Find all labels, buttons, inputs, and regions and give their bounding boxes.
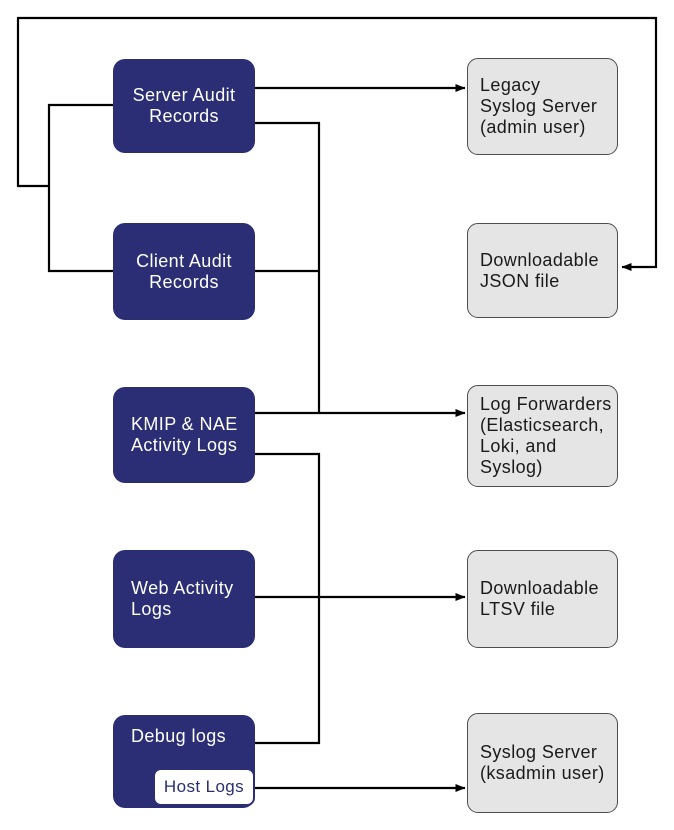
- node-downloadable-ltsv-file: Downloadable LTSV file: [467, 550, 618, 648]
- node-web-activity-logs: Web Activity Logs: [113, 550, 255, 648]
- node-label-host-logs: Host Logs: [163, 777, 245, 796]
- node-host-logs: Host Logs: [153, 768, 255, 806]
- node-syslog-server-ksadmin: Syslog Server (ksadmin user): [467, 713, 618, 813]
- node-label-debug-logs: Debug logs: [131, 726, 227, 746]
- node-label-syslog-server-ksadmin: Syslog Server (ksadmin user): [480, 742, 605, 783]
- node-label-downloadable-ltsv-file: Downloadable LTSV file: [480, 578, 599, 619]
- node-label-kmip-nae-activity-logs: KMIP & NAE Activity Logs: [131, 414, 238, 455]
- node-label-downloadable-json-file: Downloadable JSON file: [480, 249, 599, 291]
- node-label-web-activity-logs: Web Activity Logs: [131, 578, 234, 619]
- edge-kmip-debug-trunk: [255, 452, 321, 745]
- edge-audit-records-to-json-file: [16, 16, 658, 271]
- node-kmip-nae-activity-logs: KMIP & NAE Activity Logs: [113, 387, 255, 483]
- node-log-forwarders: Log Forwarders (Elasticsearch, Loki, and…: [467, 385, 618, 487]
- node-server-audit-records: Server Audit Records: [113, 59, 255, 153]
- node-label-log-forwarders: Log Forwarders (Elasticsearch, Loki, and…: [480, 394, 612, 477]
- node-downloadable-json-file: Downloadable JSON file: [467, 223, 618, 318]
- node-label-legacy-syslog-server: Legacy Syslog Server (admin user): [480, 75, 598, 137]
- node-label-server-audit-records: Server Audit Records: [132, 85, 236, 126]
- node-label-client-audit-records: Client Audit Records: [136, 250, 232, 292]
- edge-left-trunk-server-client: [47, 103, 113, 273]
- node-legacy-syslog-server: Legacy Syslog Server (admin user): [467, 58, 618, 155]
- edge-trunk-server-to-forwarders: [255, 121, 321, 413]
- node-client-audit-records: Client Audit Records: [113, 223, 255, 320]
